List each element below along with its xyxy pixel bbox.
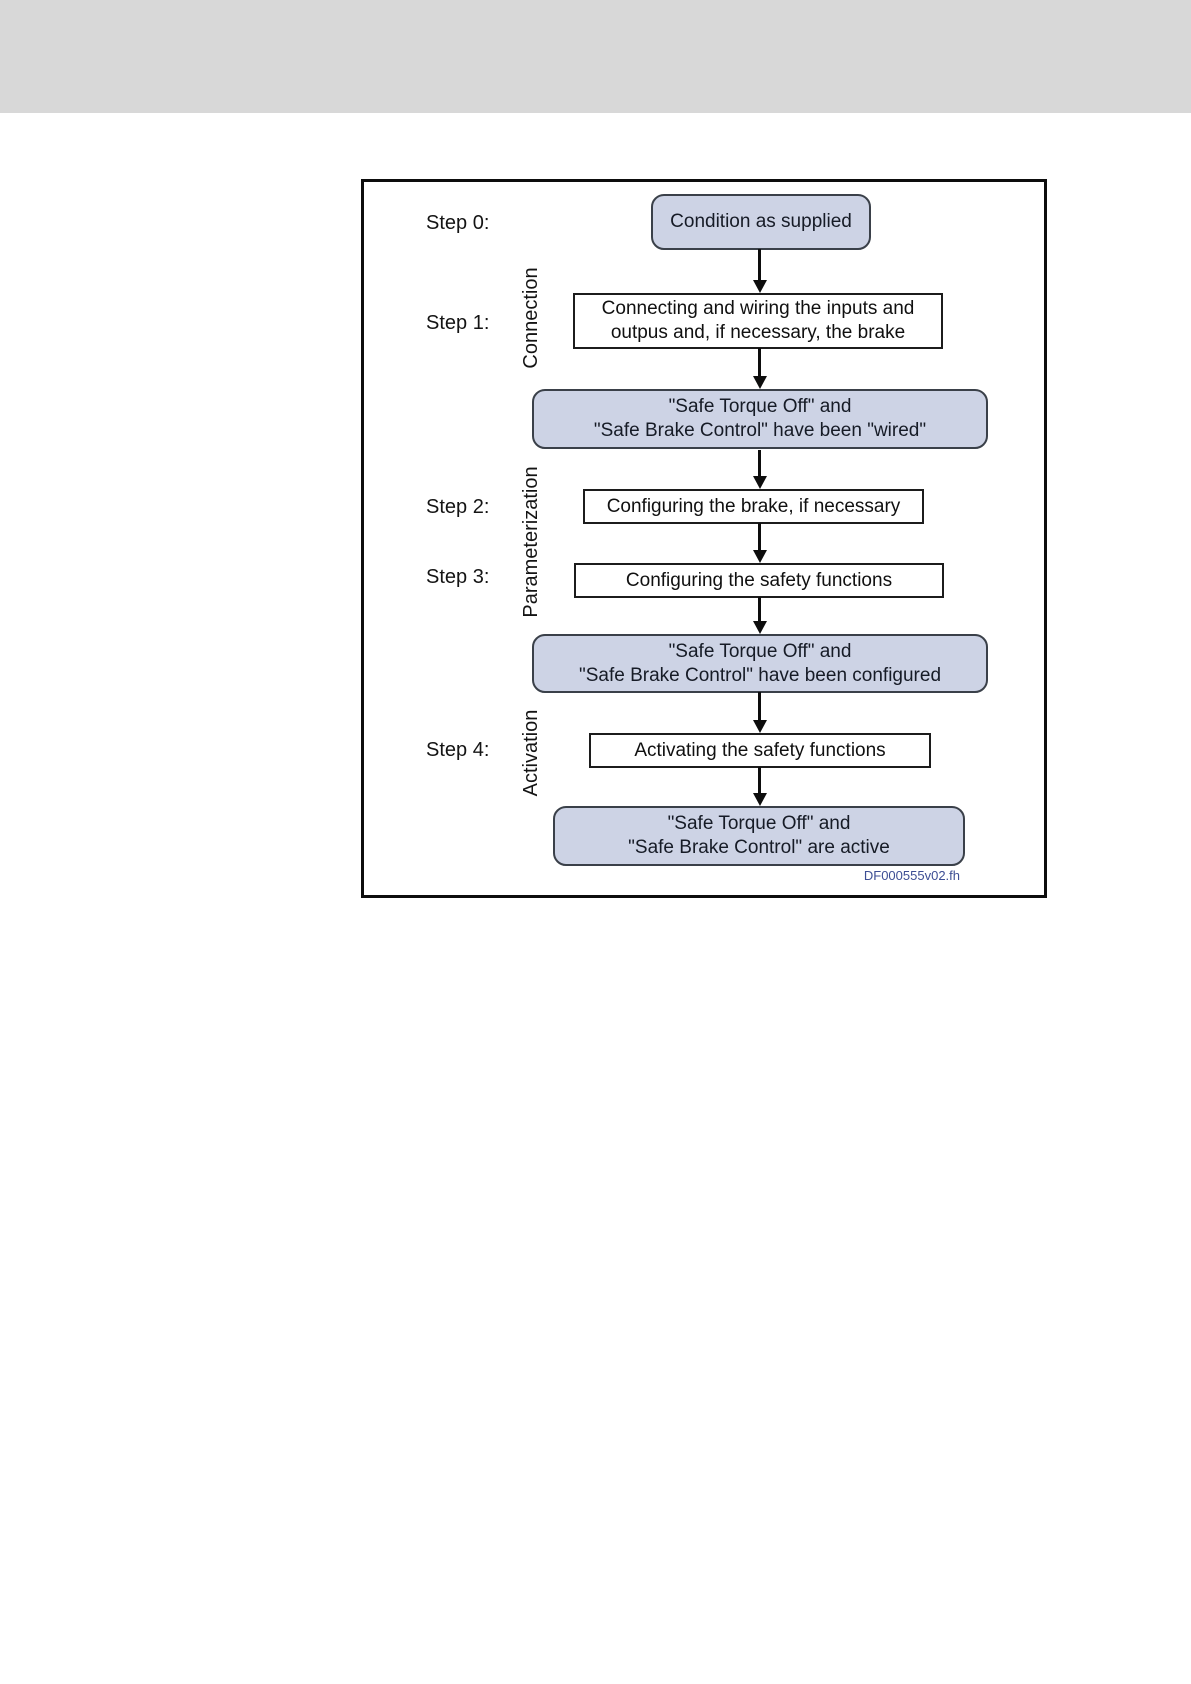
flow-arrow-1	[752, 348, 767, 389]
arrow-head-icon	[752, 621, 767, 634]
arrow-shaft	[758, 249, 761, 280]
flow-arrow-3	[752, 523, 767, 563]
step-label-2: Step 2:	[426, 496, 490, 518]
node-text-line: Connecting and wiring the inputs and	[601, 298, 915, 320]
arrow-head-icon	[752, 376, 767, 389]
node-sto-sbc-wired: "Safe Torque Off" and "Safe Brake Contro…	[532, 389, 988, 449]
phase-label-connection: Connection	[520, 267, 542, 369]
node-connecting-wiring: Connecting and wiring the inputs and out…	[573, 293, 943, 349]
arrow-head-icon	[752, 280, 767, 293]
node-text-line: Activating the safety functions	[634, 739, 886, 761]
node-text-line: "Safe Torque Off" and	[667, 813, 851, 835]
node-text-line: "Safe Brake Control" have been "wired"	[593, 420, 927, 441]
arrow-shaft	[758, 348, 761, 376]
node-sto-sbc-active: "Safe Torque Off" and "Safe Brake Contro…	[553, 806, 965, 866]
arrow-head-icon	[752, 793, 767, 806]
figure-code-label: DF000555v02.fh	[863, 868, 960, 883]
node-text-line: "Safe Brake Control" have been configure…	[578, 664, 942, 686]
node-text-line: Configuring the brake, if necessary	[606, 495, 901, 517]
diagram-frame: Step 0: Step 1: Step 2: Step 3: Step 4: …	[361, 179, 1047, 898]
step-label-0: Step 0:	[426, 212, 490, 234]
step-label-3: Step 3:	[426, 566, 490, 588]
phase-label-parameterization: Parameterization	[520, 466, 542, 618]
flow-arrow-2	[752, 450, 767, 489]
node-text-line: Condition as supplied	[670, 211, 852, 233]
node-text-line: "Safe Brake Control" are active	[628, 837, 890, 858]
flow-arrow-5	[752, 692, 767, 733]
arrow-shaft	[758, 692, 761, 720]
node-sto-sbc-configured: "Safe Torque Off" and "Safe Brake Contro…	[532, 634, 988, 693]
node-text-line: Configuring the safety functions	[625, 569, 893, 591]
arrow-head-icon	[752, 550, 767, 563]
page-header-bar	[0, 0, 1191, 113]
arrow-shaft	[758, 450, 761, 476]
flow-arrow-4	[752, 597, 767, 634]
arrow-shaft	[758, 767, 761, 793]
node-condition-as-supplied: Condition as supplied	[651, 194, 871, 250]
node-configuring-safety-functions: Configuring the safety functions	[574, 563, 944, 598]
node-text-line: outpus and, if necessary, the brake	[610, 322, 906, 343]
step-label-4: Step 4:	[426, 739, 490, 761]
node-text-line: "Safe Torque Off" and	[668, 640, 852, 662]
node-activating-safety-functions: Activating the safety functions	[589, 733, 931, 768]
node-text-line: "Safe Torque Off" and	[668, 396, 852, 418]
flow-arrow-0	[752, 249, 767, 293]
arrow-head-icon	[752, 476, 767, 489]
step-label-1: Step 1:	[426, 312, 490, 334]
node-configuring-brake: Configuring the brake, if necessary	[583, 489, 924, 524]
arrow-shaft	[758, 523, 761, 550]
arrow-shaft	[758, 597, 761, 621]
flow-arrow-6	[752, 767, 767, 806]
arrow-head-icon	[752, 720, 767, 733]
